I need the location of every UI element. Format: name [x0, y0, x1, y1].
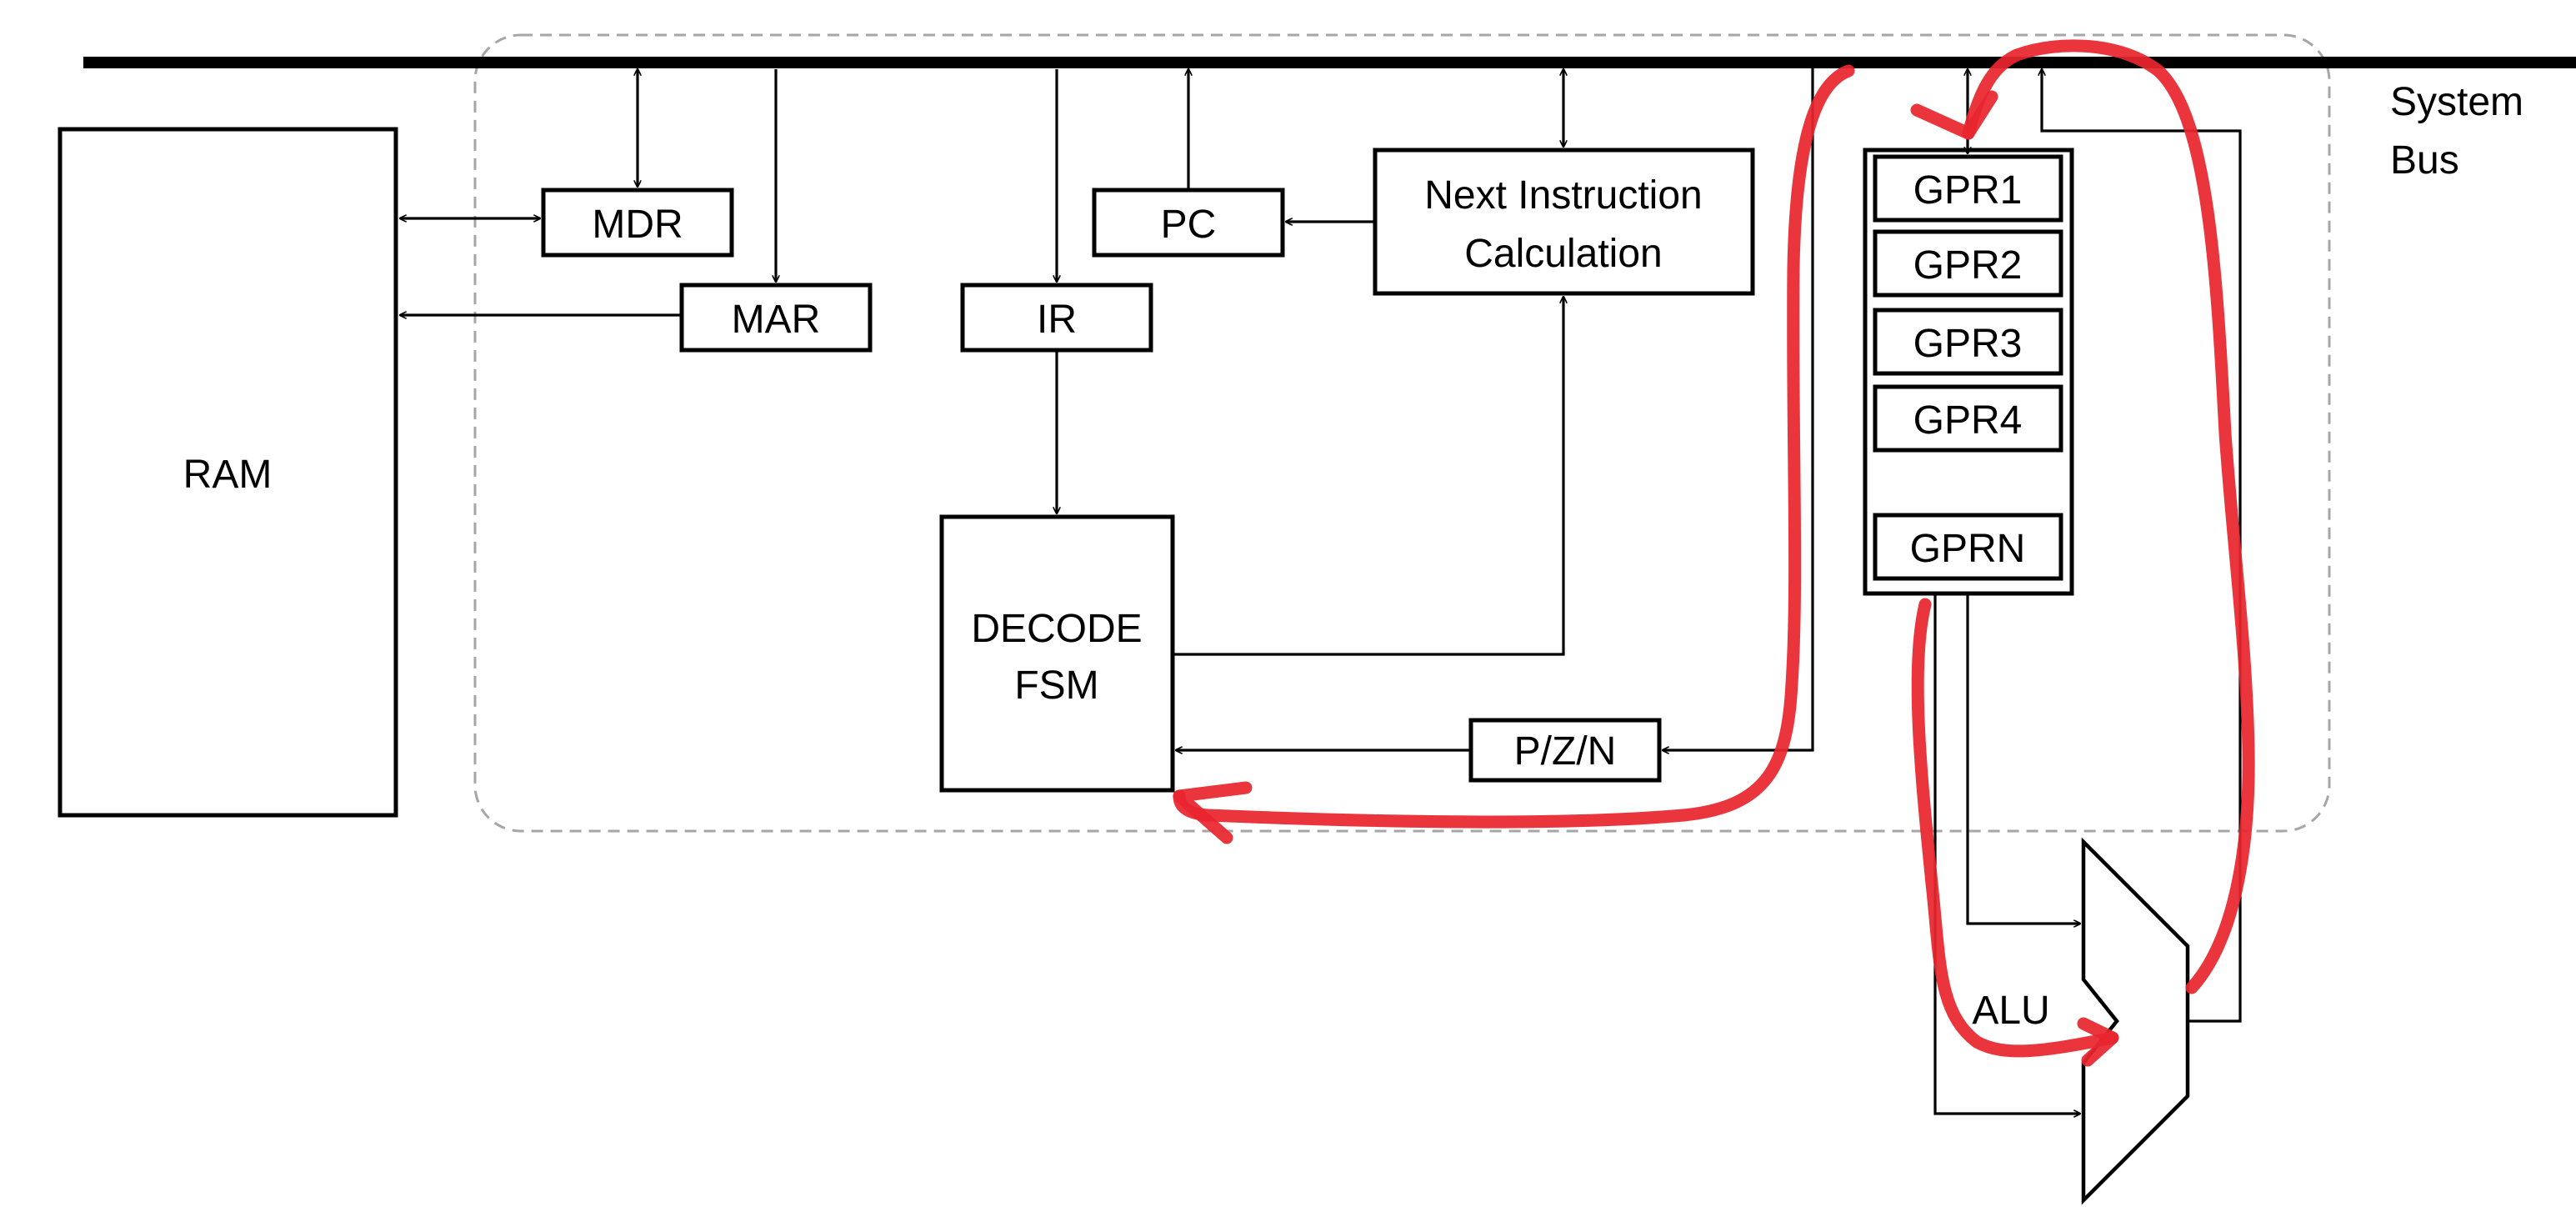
mar-label: MAR — [732, 298, 821, 342]
nic-label-line1: Next Instruction — [1424, 173, 1702, 218]
register-gpr4 — [1873, 384, 2063, 453]
register-gpr3 — [1873, 308, 2063, 376]
register-label-gpr2: GPR2 — [1913, 243, 2023, 288]
alu-block: ALU — [1972, 837, 2190, 1205]
mdr-label: MDR — [592, 203, 683, 247]
register-label-gprn: GPRN — [1910, 527, 2026, 571]
pc-register: PC — [1092, 188, 1285, 258]
decode-label-line1: DECODE — [971, 607, 1142, 651]
register-file: GPR1 GPR2 GPR3 GPR4 GPRN — [1863, 148, 2074, 596]
wire-bus-pzn — [1663, 67, 1814, 750]
ram-label: RAM — [183, 453, 273, 497]
wire-regfile-alu-b — [1933, 593, 2080, 1114]
wire-alu-bus — [2042, 69, 2242, 1023]
ir-label: IR — [1037, 298, 1077, 342]
next-instruction-calculation-block: Next Instruction Calculation — [1373, 148, 1755, 296]
ram-block: RAM — [58, 127, 398, 818]
register-gpr1 — [1873, 154, 2063, 223]
register-label-gpr3: GPR3 — [1913, 322, 2023, 366]
system-bus-label-line2: Bus — [2390, 138, 2459, 183]
system-bus-label: System — [2390, 80, 2523, 124]
nic-label-line2: Calculation — [1464, 232, 1662, 276]
cpu-boundary — [473, 33, 2331, 833]
register-label-gpr1: GPR1 — [1913, 168, 2023, 213]
register-gprn — [1873, 513, 2063, 581]
decode-label-line2: FSM — [1014, 664, 1098, 708]
pzn-condition-codes: P/Z/N — [1468, 718, 1662, 783]
mdr-register: MDR — [541, 188, 734, 258]
register-label-gpr4: GPR4 — [1913, 398, 2023, 443]
wire-regfile-alu-a — [1966, 593, 2080, 924]
ir-register: IR — [960, 283, 1153, 353]
pc-label: PC — [1161, 203, 1217, 247]
wire-decode-nic — [1173, 297, 1563, 656]
register-gpr2 — [1873, 229, 2063, 298]
mar-register: MAR — [679, 283, 873, 353]
alu-label: ALU — [1972, 989, 2049, 1033]
highlight-data-path — [1173, 39, 2255, 1067]
pzn-label: P/Z/N — [1514, 729, 1617, 774]
decode-fsm-block: DECODE FSM — [939, 514, 1175, 793]
